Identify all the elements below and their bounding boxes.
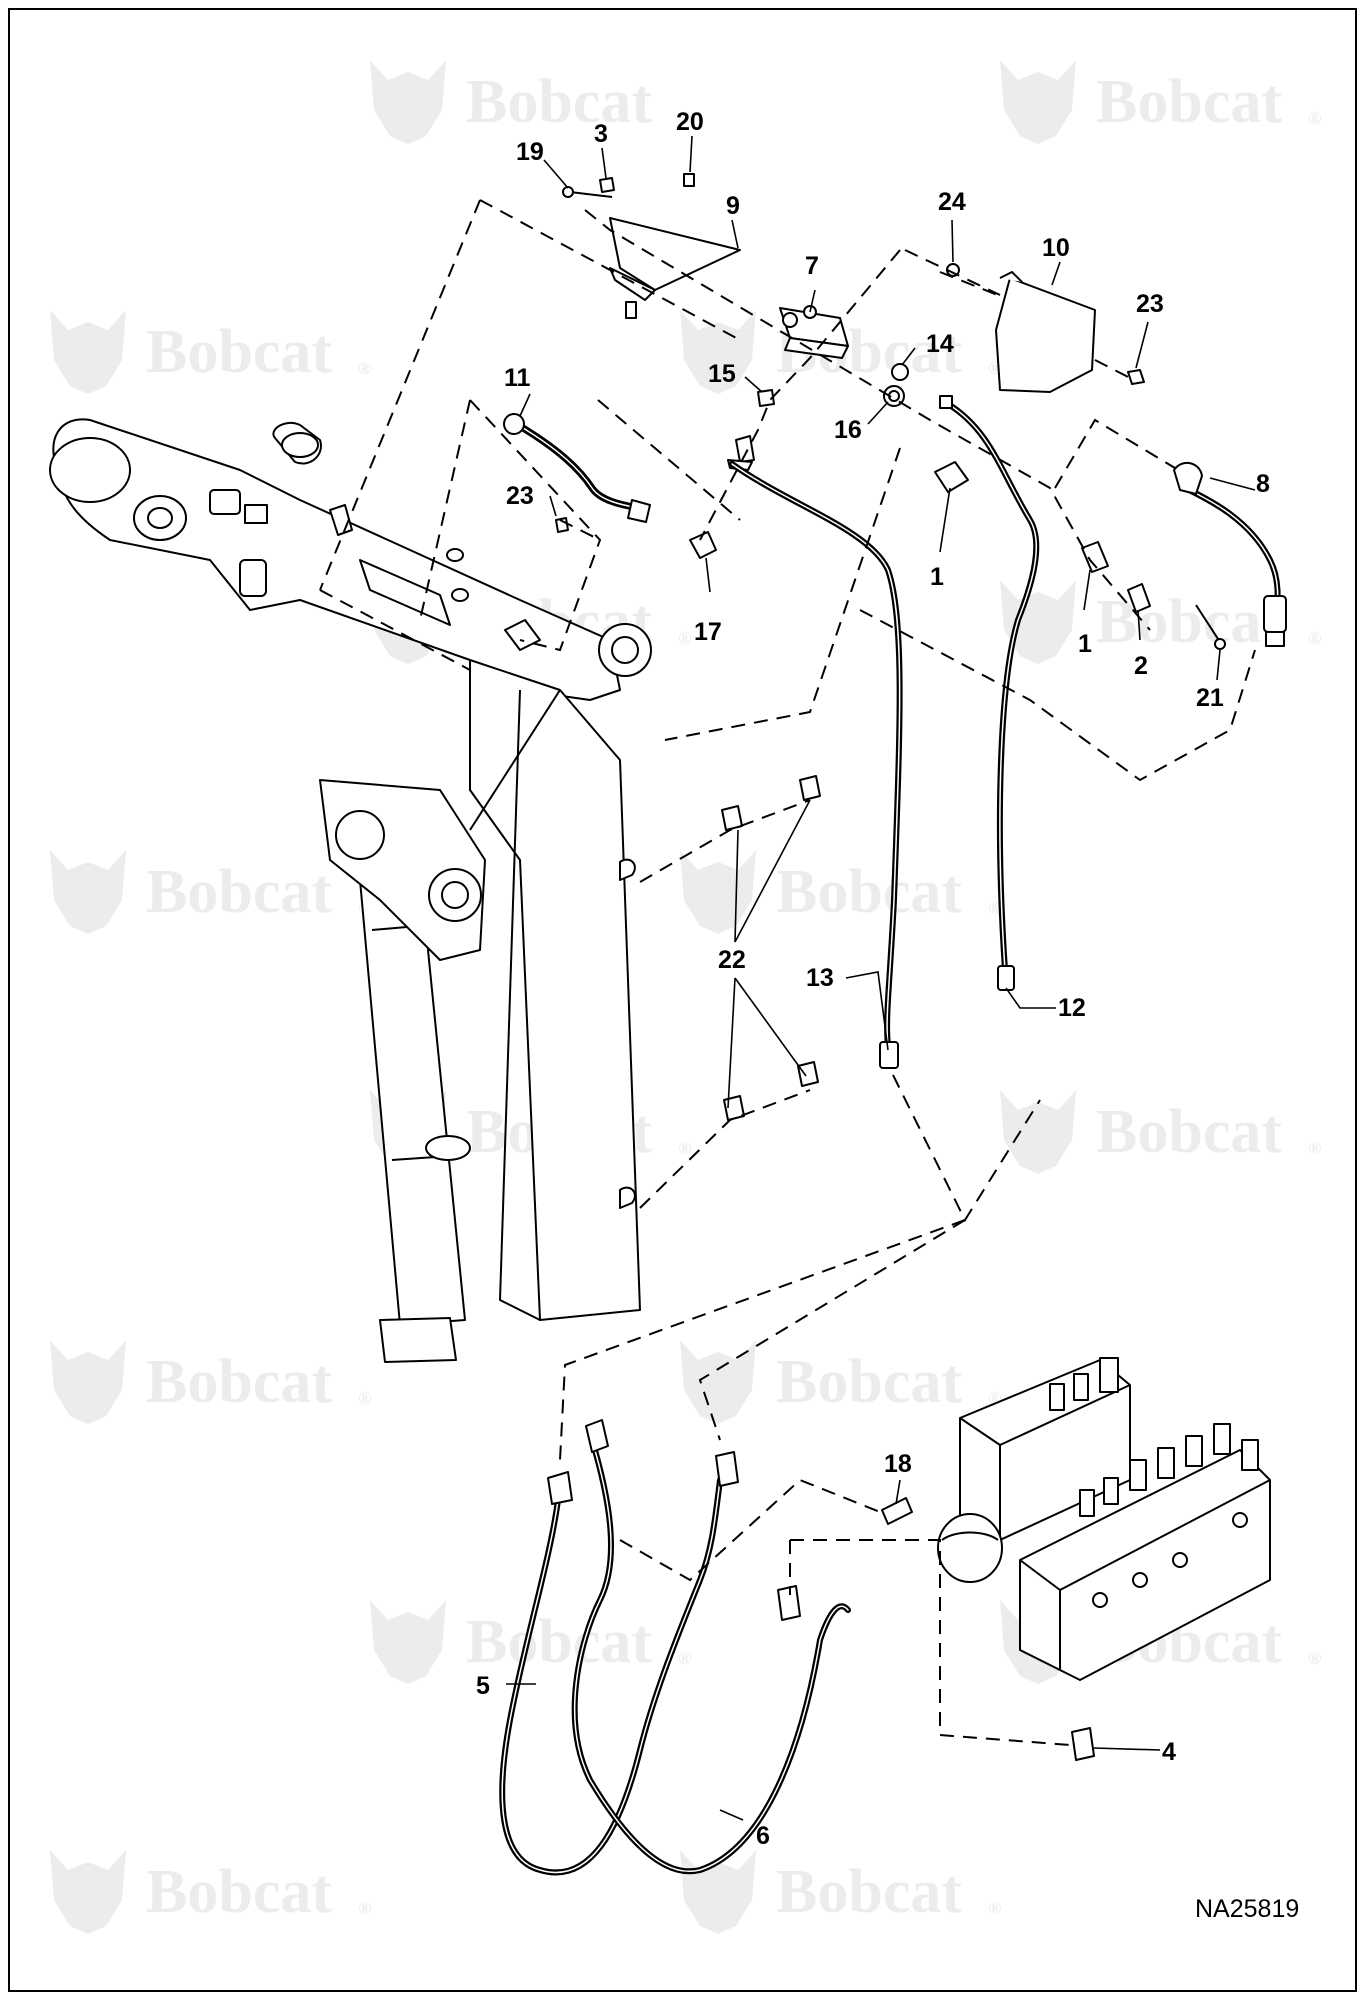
registered-mark: ® (1308, 108, 1321, 128)
callout-8: 8 (1256, 470, 1270, 498)
bobcat-logo-icon (1000, 580, 1076, 664)
registered-mark: ® (358, 358, 371, 378)
bobcat-logo-icon (680, 850, 756, 934)
bobcat-watermark: Bobcat ® (1000, 580, 1321, 664)
bobcat-logo-icon (50, 1850, 126, 1934)
callout-1a: 1 (930, 563, 944, 591)
registered-mark: ® (678, 108, 691, 128)
callout-11: 11 (504, 364, 531, 392)
registered-mark: ® (358, 1898, 371, 1918)
bobcat-wordmark: Bobcat (1096, 588, 1282, 656)
registered-mark: ® (988, 1898, 1001, 1918)
assembly-lines (319, 199, 1256, 1746)
registered-mark: ® (1308, 628, 1321, 648)
registered-mark: ® (988, 898, 1001, 918)
bobcat-wordmark: Bobcat (776, 1858, 962, 1926)
bobcat-logo-icon (50, 310, 126, 394)
bobcat-watermark: Bobcat ® (1000, 60, 1321, 144)
bobcat-wordmark: Bobcat (1096, 68, 1282, 136)
callout-7: 7 (805, 252, 819, 280)
bobcat-wordmark: Bobcat (146, 1348, 332, 1416)
top-hardware (503, 173, 1287, 650)
registered-mark: ® (678, 1648, 691, 1668)
bobcat-watermark: Bobcat® (50, 850, 371, 934)
registered-mark: ® (678, 628, 691, 648)
callout-4: 4 (1162, 1738, 1176, 1766)
bobcat-wordmark: Bobcat (776, 858, 962, 926)
callout-12: 12 (1058, 994, 1086, 1022)
callout-16: 16 (834, 416, 862, 444)
callout-2: 2 (1134, 652, 1148, 680)
bobcat-watermark: Bobcat ® (680, 1850, 1001, 1934)
callout-9: 9 (726, 192, 740, 220)
figure-id: NA25819 (1195, 1895, 1299, 1923)
bobcat-watermark: Bobcat ® (370, 60, 691, 144)
bobcat-logo-icon (50, 1340, 126, 1424)
bobcat-watermark: Bobcat ® (370, 1600, 691, 1684)
bobcat-logo-icon (370, 1600, 446, 1684)
callout-15: 15 (708, 360, 736, 388)
callout-23a: 23 (506, 482, 534, 510)
callout-19: 19 (516, 138, 544, 166)
callout-17: 17 (694, 618, 722, 646)
bobcat-wordmark: Bobcat (146, 1858, 332, 1926)
callout-21: 21 (1196, 684, 1224, 712)
callout-20: 20 (676, 108, 704, 136)
registered-mark: ® (358, 1388, 371, 1408)
arm-assembly (49, 418, 652, 1363)
bobcat-logo-icon (50, 850, 126, 934)
callout-14: 14 (926, 330, 954, 358)
registered-mark: ® (1308, 1648, 1321, 1668)
bobcat-wordmark: Bobcat (1096, 1098, 1282, 1166)
callout-13: 13 (806, 964, 834, 992)
figure-frame (8, 8, 1357, 1992)
bobcat-watermark: Bobcat ® (680, 850, 1001, 934)
bobcat-wordmark: Bobcat (466, 68, 652, 136)
callout-3: 3 (594, 120, 608, 148)
callout-1b: 1 (1078, 630, 1092, 658)
bobcat-watermark: Bobcat® (680, 1340, 1001, 1424)
control-valve (881, 1357, 1271, 1761)
bobcat-wordmark: Bobcat (466, 1608, 652, 1676)
registered-mark: ® (678, 1138, 691, 1158)
registered-mark: ® (1308, 1138, 1321, 1158)
leader-lines (506, 135, 1256, 1821)
clips (721, 775, 821, 1121)
callout-24: 24 (938, 188, 966, 216)
callout-18: 18 (884, 1450, 912, 1478)
bobcat-watermark: Bobcat ® (50, 1340, 371, 1424)
bobcat-wordmark: Bobcat (146, 318, 332, 386)
bobcat-watermark: Bobcat ® (1000, 1090, 1321, 1174)
bobcat-wordmark: Bobcat (146, 858, 332, 926)
bobcat-logo-icon (680, 310, 756, 394)
callout-labels: 1 1 2 3 4 5 6 7 8 9 10 11 12 13 14 15 16… (476, 108, 1270, 1850)
callout-5: 5 (476, 1672, 490, 1700)
bobcat-logo-icon (370, 60, 446, 144)
bobcat-logo-icon (680, 1340, 756, 1424)
bobcat-watermark: Bobcat ® (50, 1850, 371, 1934)
bobcat-watermark: Bobcat® (680, 310, 1001, 394)
hoses-lower (499, 1419, 851, 1876)
hoses-long (729, 395, 1040, 1069)
callout-22: 22 (718, 946, 746, 974)
bobcat-wordmark: Bobcat (776, 1348, 962, 1416)
bobcat-watermark: Bobcat ® (50, 310, 371, 394)
callout-23b: 23 (1136, 290, 1164, 318)
bobcat-logo-icon (1000, 1090, 1076, 1174)
callout-6: 6 (756, 1822, 770, 1850)
callout-10: 10 (1042, 234, 1070, 262)
bobcat-logo-icon (1000, 60, 1076, 144)
watermark-layer: Bobcat ® Bobcat ® Bobcat ® Bobcat ® Bobcat ® Bobca… (50, 60, 1321, 1934)
